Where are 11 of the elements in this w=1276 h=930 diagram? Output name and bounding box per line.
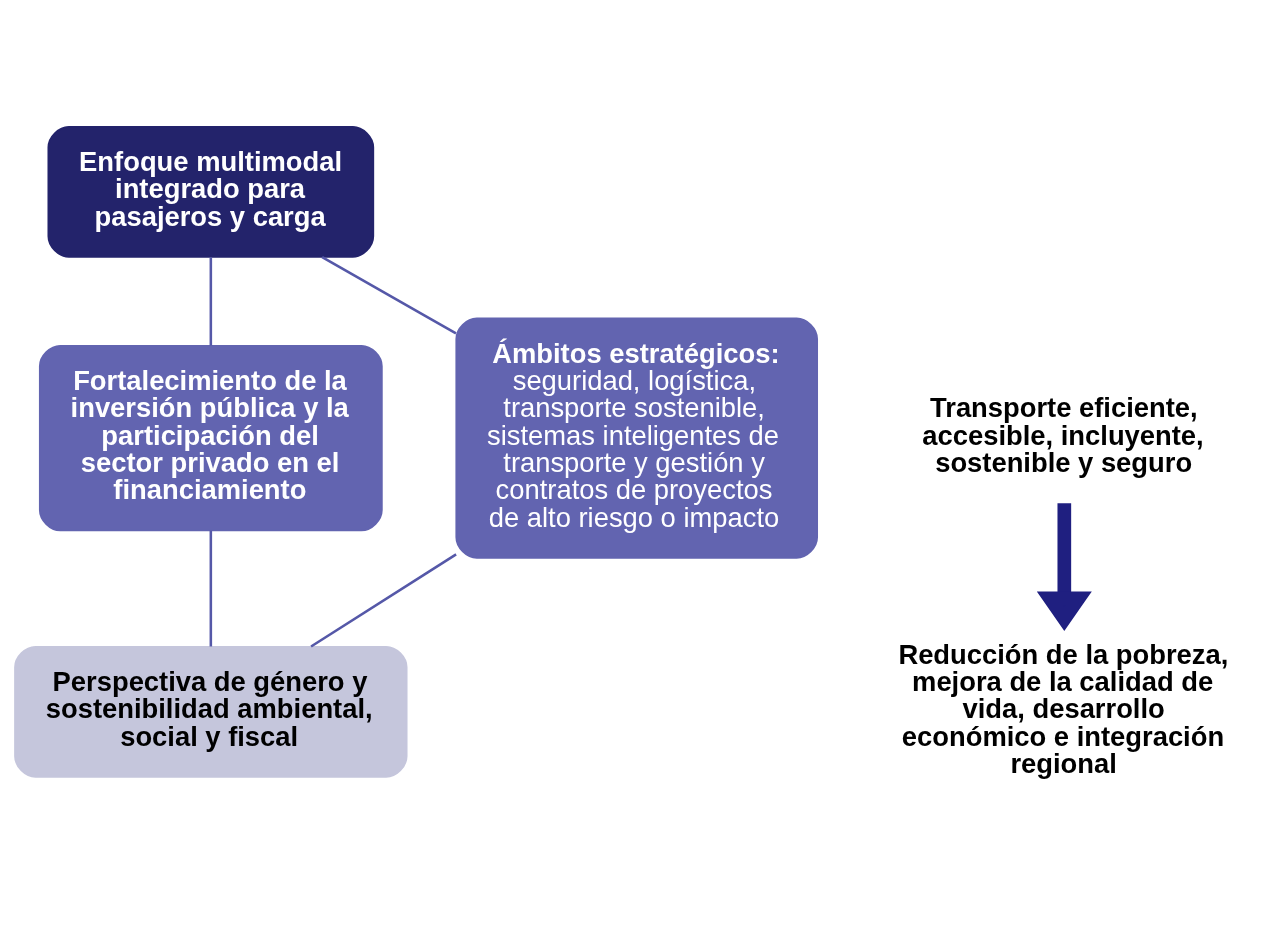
node-text: Reducción de la pobreza, mejora de la calidad de vida, desarrollo económico e integración regional (898, 638, 1229, 779)
node-box: Enfoque multimodal integrado para pasajeros y carga (47, 125, 375, 258)
connector (209, 530, 213, 646)
node-box: Fortalecimiento de la inversión pública y la participación del sector privado en el financiamiento (38, 344, 383, 531)
node-text: Transporte eficiente, accesible, incluyente, sostenible y seguro (922, 391, 1204, 478)
connector (310, 552, 457, 648)
arrow (1036, 502, 1092, 631)
node-box: Ámbitos estratégicos: seguridad, logística, transporte sostenible, sistemas inteligentes de transporte y gestión y contratos de proyectos de alto riesgo o impacto (455, 317, 818, 559)
connector (321, 255, 457, 334)
node-box: Perspectiva de género y sostenibilidad ambiental, social y fiscal (14, 645, 408, 778)
connector (209, 256, 213, 346)
